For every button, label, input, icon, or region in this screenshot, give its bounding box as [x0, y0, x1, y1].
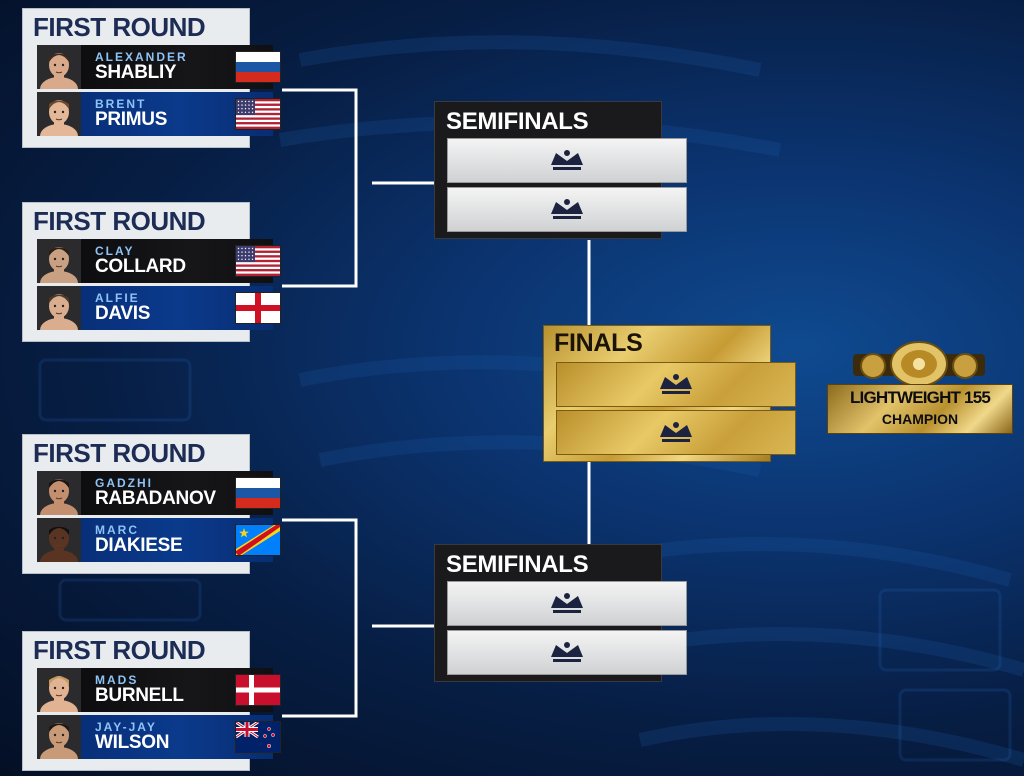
semifinal-slot[interactable] [447, 138, 687, 183]
semifinal-slot[interactable] [447, 187, 687, 232]
fighter-first-name: MARC [95, 523, 139, 537]
usa-flag [235, 98, 281, 130]
fighter-last-name: RABADANOV [95, 488, 216, 509]
champion-badge: LIGHTWEIGHT 155 CHAMPION [827, 340, 1013, 436]
first-round-title: FIRST ROUND [33, 12, 206, 42]
finals-box: FINALS [543, 325, 796, 462]
fighter-first-name: CLAY [95, 244, 135, 258]
fighter-last-name: DIAKIESE [95, 535, 183, 556]
fighter-first-name: MADS [95, 673, 139, 687]
semifinals-bottom-box: SEMIFINALS [434, 544, 687, 682]
crown-icon [551, 592, 583, 613]
fighter-last-name: SHABLIY [95, 62, 177, 83]
crown-icon [551, 149, 583, 170]
fighter-first-name: ALFIE [95, 291, 140, 305]
fighter-photo [37, 471, 81, 515]
crown-icon [660, 373, 692, 394]
fighter-first-name: ALEXANDER [95, 50, 188, 64]
fighter-photo [37, 239, 81, 283]
fighter-photo [37, 715, 81, 759]
finals-title: FINALS [554, 329, 643, 357]
fighter-last-name: WILSON [95, 732, 170, 753]
fighter-photo [37, 518, 81, 562]
semifinals-top-box: SEMIFINALS [434, 101, 687, 239]
first-round-title: FIRST ROUND [33, 206, 206, 236]
crown-icon [660, 421, 692, 442]
champion-plate: LIGHTWEIGHT 155 CHAMPION [827, 384, 1013, 434]
semifinal-slot[interactable] [447, 581, 687, 626]
new-zealand-flag [235, 721, 281, 753]
dr-congo-flag [235, 524, 281, 556]
fighter-first-name: BRENT [95, 97, 147, 111]
fighter-last-name: COLLARD [95, 256, 186, 277]
final-slot[interactable] [556, 410, 796, 455]
fighter-last-name: BURNELL [95, 685, 184, 706]
russia-flag [235, 51, 281, 83]
fighter-last-name: DAVIS [95, 303, 151, 324]
fighter-photo [37, 286, 81, 330]
denmark-flag [235, 674, 281, 706]
fighter-first-name: JAY-JAY [95, 720, 157, 734]
fighter-photo [37, 668, 81, 712]
usa-flag [235, 245, 281, 277]
fighter-first-name: GADZHI [95, 476, 153, 490]
champion-label: CHAMPION [881, 411, 959, 427]
semifinals-title: SEMIFINALS [446, 108, 589, 135]
fighter-photo [37, 92, 81, 136]
final-slot[interactable] [556, 362, 796, 407]
fighter-last-name: PRIMUS [95, 109, 168, 130]
champion-division: LIGHTWEIGHT 155 [849, 388, 991, 407]
first-round-title: FIRST ROUND [33, 438, 206, 468]
semifinal-slot[interactable] [447, 630, 687, 675]
fighter-photo [37, 45, 81, 89]
semifinals-title: SEMIFINALS [446, 551, 589, 578]
england-flag [235, 292, 281, 324]
championship-belt-icon [853, 341, 985, 387]
crown-icon [551, 198, 583, 219]
first-round-title: FIRST ROUND [33, 635, 206, 665]
russia-flag [235, 477, 281, 509]
crown-icon [551, 641, 583, 662]
